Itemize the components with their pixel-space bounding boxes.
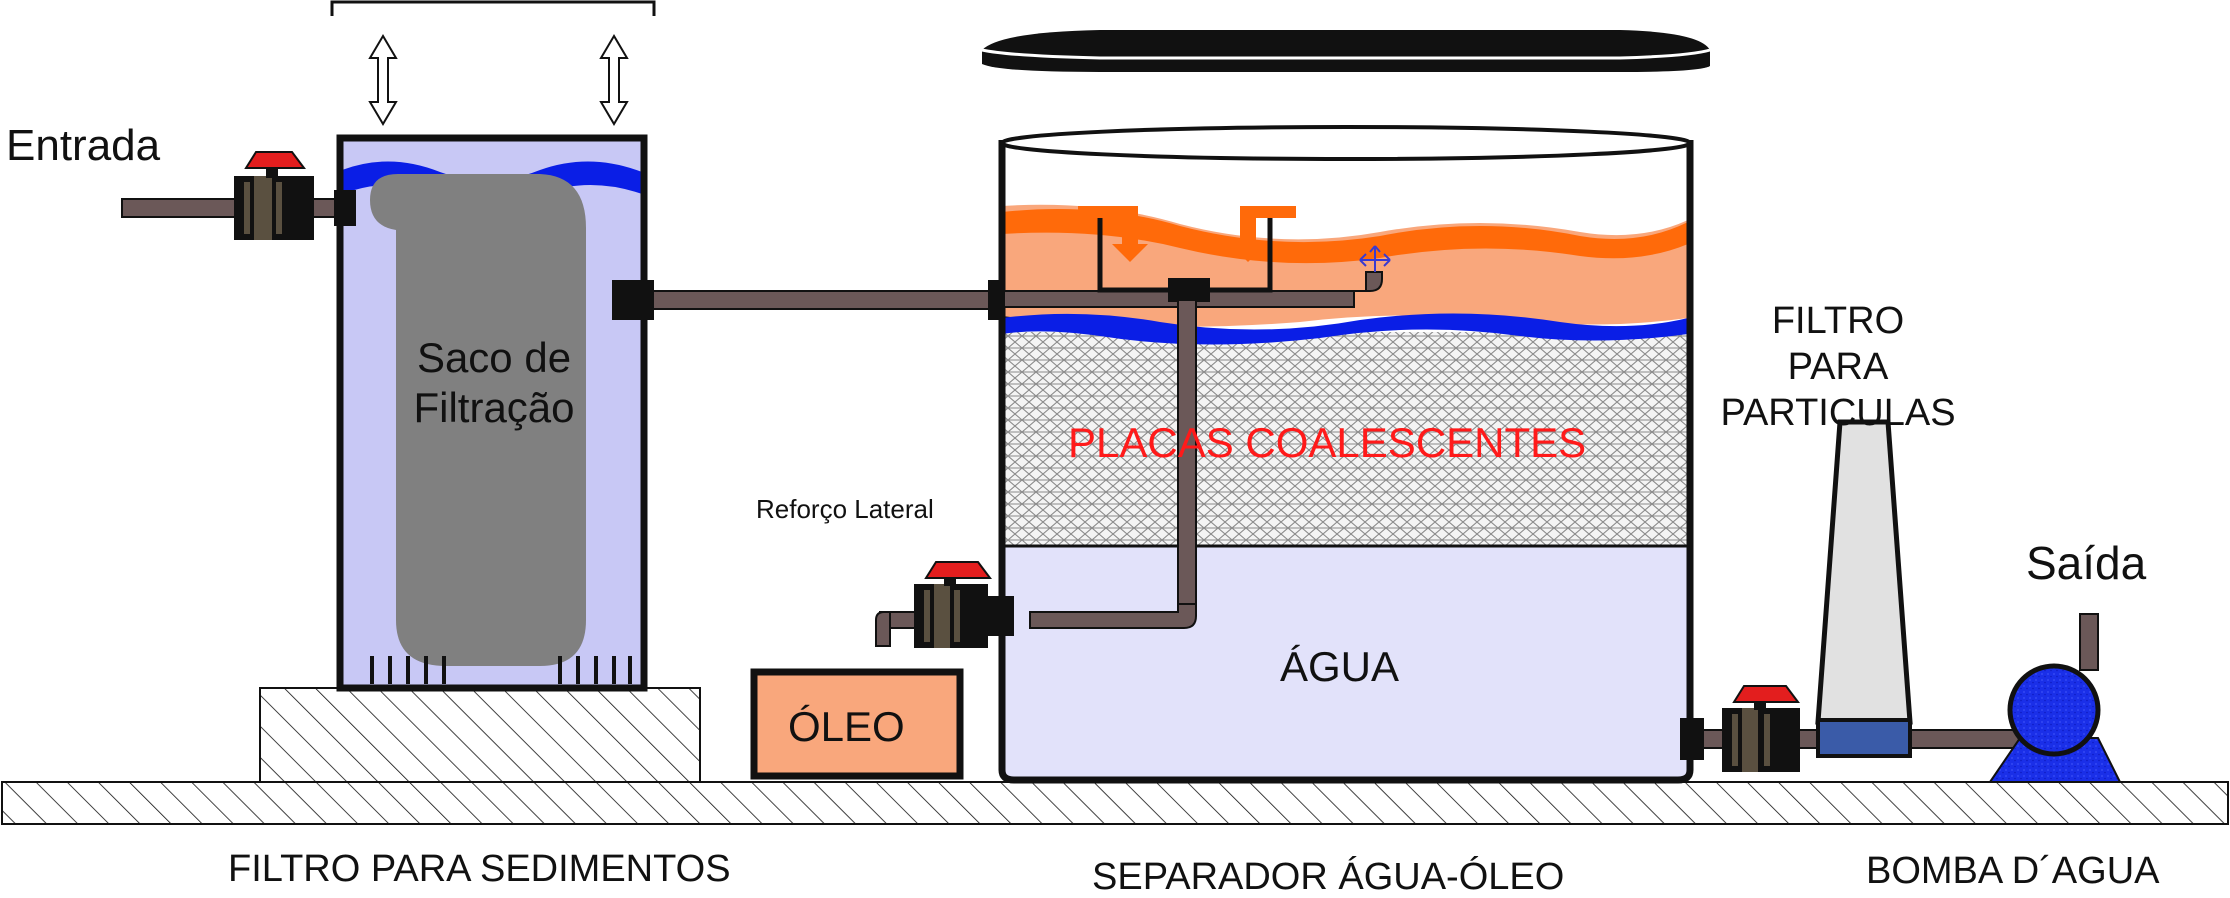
filtration-bag-label: Saco de Filtração: [413, 334, 575, 431]
inlet-valve-icon: [234, 151, 314, 240]
outlet-label: Saída: [2026, 537, 2147, 589]
pump-body-icon: [2007, 663, 2101, 757]
sediment-filter-tank: [336, 134, 648, 692]
separator-outlet-flange: [1680, 718, 1704, 760]
oil-container: [750, 668, 964, 780]
coalescent-plates: [1002, 332, 1688, 546]
outlet-valve-icon: [1722, 685, 1800, 772]
filter-lid-bracket: [330, 0, 656, 16]
separator-lid-edge: [981, 48, 1711, 60]
ground-floor: [1, 781, 2229, 825]
skimmer-elbow: [1350, 271, 1383, 292]
oil-drain-spout: [875, 611, 891, 647]
particle-filter-base: [1816, 718, 1912, 758]
sediment-filter-base: [259, 687, 701, 783]
oil-flow-arrow-right-icon: [1230, 206, 1296, 262]
particle-filter-label: FILTRO PARA PARTICULAS: [1720, 300, 1956, 434]
oil-surface: [1002, 209, 1688, 264]
oil-flow-arrow-left-icon: [1078, 206, 1148, 262]
pump-caption: BOMBA D´AGUA: [1866, 850, 2160, 892]
filtration-bag: [370, 174, 586, 666]
pump-base: [1988, 737, 2122, 783]
float-adjust-icon: [1359, 245, 1391, 272]
oil-label: ÓLEO: [788, 703, 905, 750]
lift-arrow-left-icon: [368, 34, 398, 126]
coalescent-plates-label: PLACAS COALESCENTES: [1068, 419, 1587, 466]
particle-filter-body: [1815, 419, 1913, 725]
separator-caption: SEPARADOR ÁGUA-ÓLEO: [1092, 856, 1565, 898]
separator-water: [1002, 546, 1688, 778]
lift-arrow-right-icon: [599, 34, 629, 126]
water-label: ÁGUA: [1280, 643, 1400, 690]
water-interface: [1002, 313, 1688, 345]
filter-outlet-flange: [612, 280, 654, 320]
separator-rim: [1000, 125, 1692, 161]
oil-drain-valve-icon: [914, 561, 992, 648]
skimmer-joint: [1168, 278, 1210, 302]
side-reinforcement-label: Reforço Lateral: [756, 494, 934, 524]
oil-drain-flange: [988, 596, 1014, 636]
transfer-pipe: [643, 290, 1005, 310]
oil-drain-elbow: [1029, 603, 1197, 629]
pump-discharge-pipe: [2079, 613, 2099, 671]
filter-bottom-grid: [370, 656, 632, 684]
sediment-filter-caption: FILTRO PARA SEDIMENTOS: [228, 848, 731, 890]
separator-tank: [998, 140, 1694, 784]
inlet-label: Entrada: [6, 121, 161, 170]
inlet-flange: [334, 190, 356, 226]
separator-lid: [982, 30, 1710, 72]
